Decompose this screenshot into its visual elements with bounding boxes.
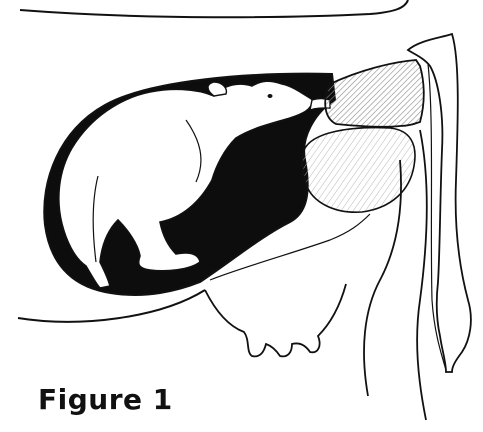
birth-canal — [325, 60, 424, 127]
cow-belly-outline — [18, 290, 205, 322]
bladder — [302, 128, 415, 213]
calf-eye — [268, 94, 273, 98]
cow-rear-line — [417, 130, 427, 420]
figure-caption: Figure 1 — [38, 384, 173, 416]
cow-back-outline — [20, 0, 408, 17]
udder — [205, 284, 346, 356]
